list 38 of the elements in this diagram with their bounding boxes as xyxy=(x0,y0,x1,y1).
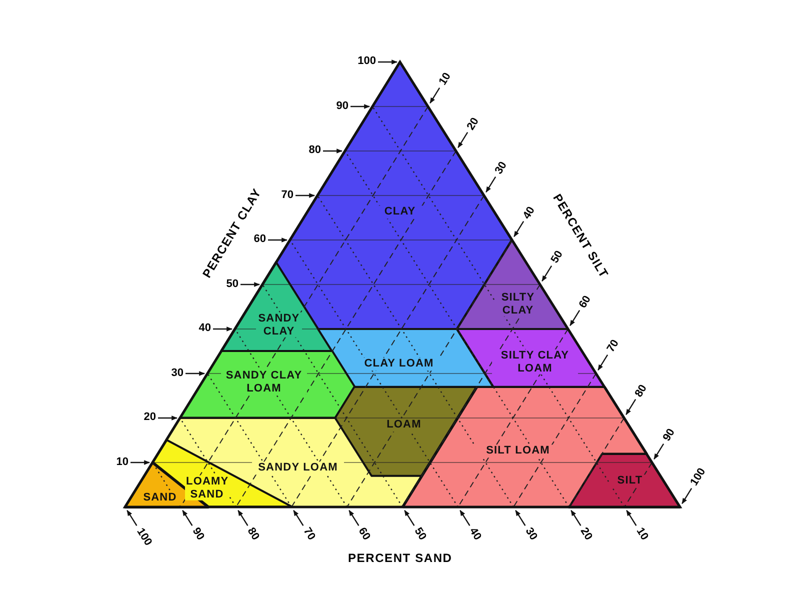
tick-label: 40 xyxy=(520,204,538,222)
tick-label: 80 xyxy=(244,526,262,542)
tick-label: 90 xyxy=(189,526,206,542)
soil-class-label: SILTY CLAY LOAM xyxy=(492,349,578,375)
tick-label: 40 xyxy=(198,322,211,334)
tick-label: 60 xyxy=(356,526,372,542)
tick-label: 70 xyxy=(604,338,622,355)
tick-label: 70 xyxy=(300,526,317,542)
tick-label: 90 xyxy=(336,100,348,112)
tick-label: 100 xyxy=(688,466,708,488)
soil-class-label: SANDY CLAY LOAM xyxy=(221,369,307,395)
tick-label: 100 xyxy=(358,55,376,67)
tick-label: 80 xyxy=(632,382,650,400)
tick-label: 40 xyxy=(466,526,484,542)
tick-label: 70 xyxy=(281,188,294,200)
soil-class-region xyxy=(569,454,680,507)
soil-class-label: SANDY LOAM xyxy=(252,462,344,474)
axis-title: PERCENT SAND xyxy=(348,551,452,565)
tick-label: 20 xyxy=(144,411,156,423)
tick-label: 80 xyxy=(308,144,321,156)
tick-label: 10 xyxy=(633,526,650,542)
tick-label: 50 xyxy=(548,248,566,266)
tick-label: 60 xyxy=(576,293,594,310)
tick-label: 50 xyxy=(411,526,428,542)
tick-label: 30 xyxy=(171,366,184,378)
tick-label: 10 xyxy=(116,456,128,468)
tick-label: 30 xyxy=(522,526,539,542)
tick-label: 90 xyxy=(660,426,678,444)
tick-label: 100 xyxy=(134,526,154,548)
soil-class-label: LOAMY SAND xyxy=(185,475,229,501)
tick-label: 50 xyxy=(226,278,238,290)
soil-class-label: SANDY CLAY xyxy=(256,312,302,338)
tick-label: 60 xyxy=(254,233,266,245)
tick-label: 20 xyxy=(464,115,482,132)
tick-label: 20 xyxy=(578,526,594,542)
soil-class-region xyxy=(457,329,604,387)
tick-label: 10 xyxy=(436,70,454,88)
tick-label: 30 xyxy=(492,160,510,177)
